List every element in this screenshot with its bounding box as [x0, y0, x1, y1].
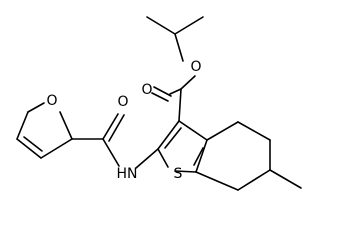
- cyclohexene-ring: [195, 121, 271, 191]
- amide-nh-label: HN: [117, 166, 138, 182]
- ester-carbonyl-oxygen-label: O: [141, 82, 152, 98]
- furan-ring: [16, 102, 73, 159]
- furan-oxygen-label: O: [46, 93, 57, 109]
- ester-group: [151, 75, 196, 122]
- molecule-drawing: O O S HN O O: [16, 16, 302, 191]
- amide-linkage: [71, 113, 159, 169]
- thiophene-ring: [157, 120, 208, 173]
- methyl-bond: [269, 169, 302, 189]
- amide-oxygen-label: O: [117, 94, 128, 110]
- isopropyl-group: [146, 16, 204, 62]
- ester-single-oxygen-label: O: [190, 59, 201, 75]
- structure-canvas: O O S HN O O: [16, 16, 302, 191]
- thiophene-sulfur-label: S: [174, 166, 183, 182]
